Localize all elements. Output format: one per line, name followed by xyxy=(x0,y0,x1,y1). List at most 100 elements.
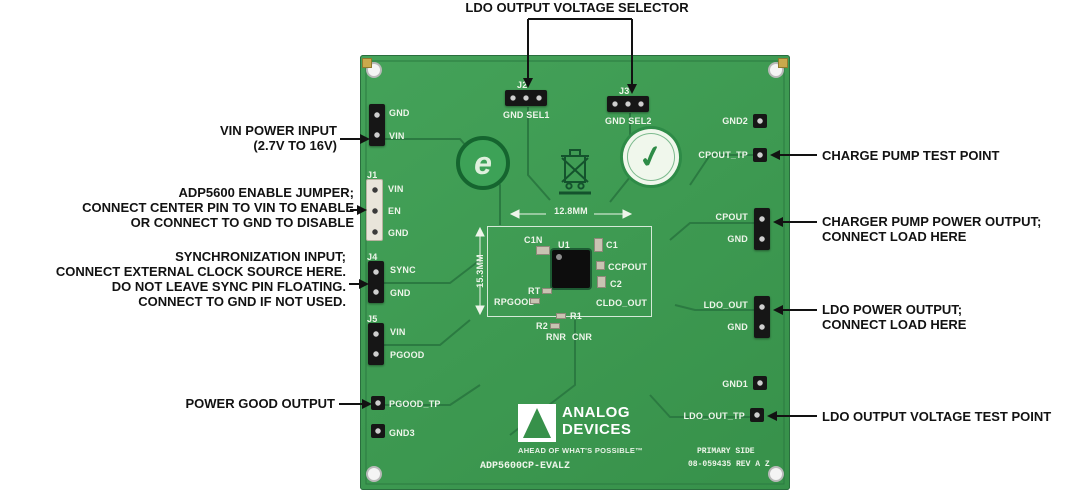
callout-line: LDO OUTPUT VOLTAGE TEST POINT xyxy=(822,409,1052,424)
ic-silkscreen-outline xyxy=(487,226,652,317)
silk-j4-ref: J4 xyxy=(367,252,378,262)
resistor-rt xyxy=(542,288,552,294)
silk-ccpout: CCPOUT xyxy=(608,262,648,272)
silk-rnr: RNR xyxy=(546,332,567,342)
callout-line: (2.7V TO 16V) xyxy=(253,138,337,153)
gnd3-test-point xyxy=(371,424,385,438)
adp5600-ic xyxy=(552,250,590,288)
silk-pgood-tp: PGOOD_TP xyxy=(389,399,441,409)
silk-u1: U1 xyxy=(558,240,570,250)
callout-line: VIN POWER INPUT xyxy=(219,123,337,138)
callout-line: CONNECT LOAD HERE xyxy=(822,229,967,244)
silk-dim-height: 15.3MM xyxy=(475,254,485,288)
callout-ldo-voltage-selector: LDO OUTPUT VOLTAGE SELECTOR xyxy=(427,0,727,15)
callout-vin-power-input: VIN POWER INPUT (2.7V TO 16V) xyxy=(129,123,337,153)
silk-part-number: ADP5600CP-EVALZ xyxy=(480,461,571,472)
silk-j1-vin: VIN xyxy=(388,184,404,194)
pcb-board: GND VIN J1 VIN EN GND J2 GND SEL1 J3 GND… xyxy=(360,55,790,490)
silk-j2-label: GND SEL1 xyxy=(503,110,550,120)
callout-ldo-power-output: LDO POWER OUTPUT; CONNECT LOAD HERE xyxy=(822,302,1072,332)
gnd2-test-point xyxy=(753,114,767,128)
resistor-r2 xyxy=(550,323,560,329)
silk-gnd1: GND1 xyxy=(722,379,748,389)
capacitor-c2 xyxy=(597,276,606,288)
callout-ldo-voltage-test-point: LDO OUTPUT VOLTAGE TEST POINT xyxy=(822,409,1077,424)
silk-cnr: CNR xyxy=(572,332,593,342)
silk-j1-ref: J1 xyxy=(367,170,378,180)
silk-cpout-gnd: GND xyxy=(727,234,748,244)
mounting-hole xyxy=(768,466,784,482)
resistor-rpgood xyxy=(530,298,540,304)
j2-sel1-header xyxy=(505,90,547,106)
silk-j2-ref: J2 xyxy=(517,80,528,90)
silk-ldo-gnd: GND xyxy=(727,322,748,332)
callout-line: ADP5600 ENABLE JUMPER; xyxy=(178,185,354,200)
silk-primary-side: PRIMARY SIDE xyxy=(697,447,755,456)
silk-cldo-out: CLDO_OUT xyxy=(596,298,648,308)
silk-vin-label: VIN xyxy=(389,131,405,141)
brand-devices: DEVICES xyxy=(562,421,632,438)
silk-j5-pgood: PGOOD xyxy=(390,350,425,360)
callout-line: SYNCHRONIZATION INPUT; xyxy=(175,249,346,264)
j4-sync-header xyxy=(368,261,384,303)
silk-cpout: CPOUT xyxy=(715,212,748,222)
callout-sync-input: SYNCHRONIZATION INPUT; CONNECT EXTERNAL … xyxy=(0,249,346,309)
j1-enable-connector xyxy=(366,179,383,241)
silk-gnd2: GND2 xyxy=(722,116,748,126)
ldo-voltage-test-point xyxy=(750,408,764,422)
silk-j3-ref: J3 xyxy=(619,86,630,96)
callout-line: CHARGER PUMP POWER OUTPUT; xyxy=(822,214,1042,229)
cpout-output-header xyxy=(754,208,770,250)
callout-line: LDO OUTPUT VOLTAGE SELECTOR xyxy=(465,0,689,15)
copper-traces xyxy=(365,60,785,485)
callout-charge-pump-test-point: CHARGE PUMP TEST POINT xyxy=(822,148,1072,163)
silk-j4-sync: SYNC xyxy=(390,265,416,275)
silk-j5-vin: VIN xyxy=(390,327,406,337)
mounting-hole xyxy=(366,466,382,482)
silk-c2: C2 xyxy=(610,279,622,289)
silk-ldo-out: LDO_OUT xyxy=(703,300,748,310)
silk-rt: RT xyxy=(528,286,541,296)
silk-gnd-label: GND xyxy=(389,108,410,118)
fiducial-mark xyxy=(362,58,372,68)
j5-pgood-header xyxy=(368,323,384,365)
callout-line: LDO POWER OUTPUT; xyxy=(822,302,963,317)
capacitor-ccpout xyxy=(596,261,605,270)
silk-rpgood: RPGOOD xyxy=(494,297,536,307)
silk-gnd3: GND3 xyxy=(389,428,415,438)
silk-j4-gnd: GND xyxy=(390,288,411,298)
efup-recycle-logo: e xyxy=(456,136,510,190)
rohs-check-icon: ✓ xyxy=(635,138,667,176)
gnd1-test-point xyxy=(753,376,767,390)
weee-crossed-bin-icon xyxy=(559,149,591,195)
brand-tagline: AHEAD OF WHAT'S POSSIBLE™ xyxy=(518,446,643,455)
callout-power-good-output: POWER GOOD OUTPUT xyxy=(100,396,336,411)
analog-devices-logo-icon xyxy=(518,404,556,442)
callout-line: CONNECT EXTERNAL CLOCK SOURCE HERE. xyxy=(55,264,346,279)
silk-ldo-out-tp: LDO_OUT_TP xyxy=(683,411,745,421)
silk-cpout-tp: CPOUT_TP xyxy=(698,150,748,160)
silk-dim-width: 12.8MM xyxy=(554,206,588,216)
ldo-output-header xyxy=(754,296,770,338)
j3-sel2-header xyxy=(607,96,649,112)
silk-j1-en: EN xyxy=(388,206,401,216)
fiducial-mark xyxy=(778,58,788,68)
silk-j1-gnd: GND xyxy=(388,228,409,238)
efup-e-icon: e xyxy=(474,145,492,181)
callout-line: CONNECT LOAD HERE xyxy=(822,317,967,332)
callout-line: CHARGE PUMP TEST POINT xyxy=(822,148,1000,163)
silk-r1: R1 xyxy=(570,311,582,321)
silk-c1n: C1N xyxy=(524,235,543,245)
brand-analog: ANALOG xyxy=(562,404,630,421)
silk-rev: 08-059435 REV A Z xyxy=(688,460,770,469)
silk-r2: R2 xyxy=(536,321,548,331)
pgood-test-point xyxy=(371,396,385,410)
vin-power-header xyxy=(369,104,385,146)
resistor-r1 xyxy=(556,313,566,319)
callout-charge-pump-output: CHARGER PUMP POWER OUTPUT; CONNECT LOAD … xyxy=(822,214,1072,244)
callout-line: POWER GOOD OUTPUT xyxy=(185,396,336,411)
callout-line: DO NOT LEAVE SYNC PIN FLOATING. xyxy=(111,279,346,294)
callout-line: CONNECT TO GND IF NOT USED. xyxy=(138,294,346,309)
capacitor-c1n xyxy=(536,246,550,255)
